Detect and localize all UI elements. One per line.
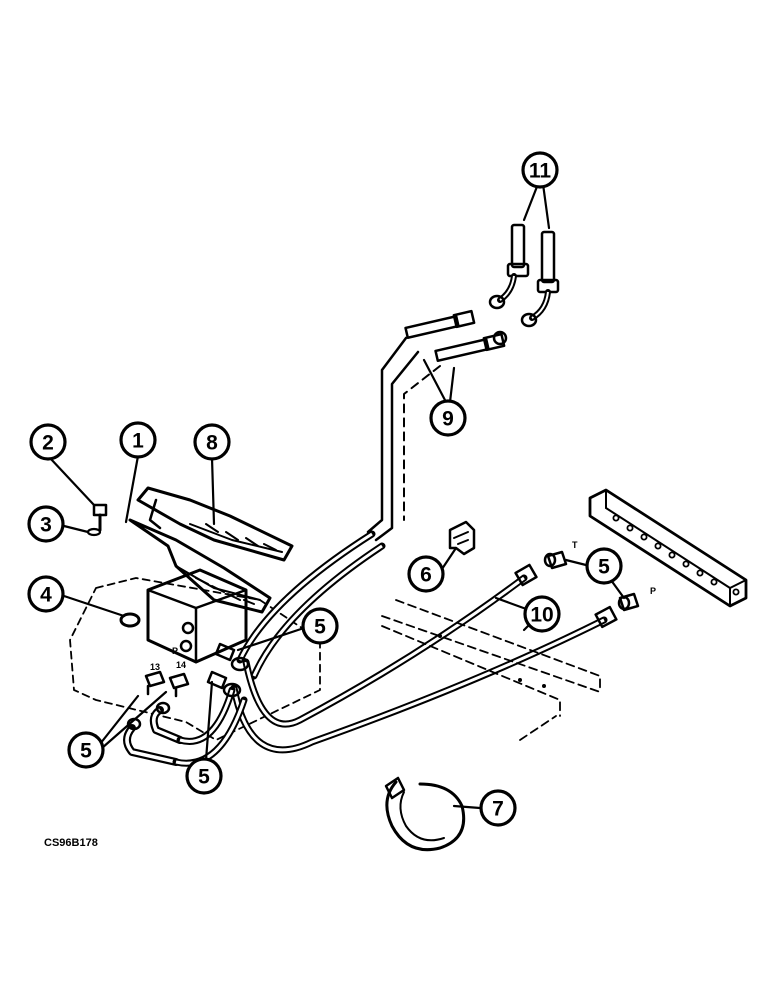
callout-2: 2 [29,423,67,461]
svg-text:5: 5 [598,556,610,579]
callout-5-valve: 5 [301,607,339,645]
port-label-p-manifold: P [650,586,656,596]
hose-clip-9 [448,520,476,556]
upper-hose-fittings [366,223,560,542]
callout-11: 11 [521,151,559,189]
svg-text:5: 5 [314,616,326,639]
hose-clamp-10 [384,776,466,852]
callout-4: 4 [27,575,65,613]
port-label-p-valve: P [172,646,178,656]
svg-text:10: 10 [530,604,553,627]
figure-code: CS96B178 [44,837,98,849]
port-label-t-manifold: T [572,540,578,550]
callout-5-lower: 5 [185,757,223,795]
callout-10: 7 [479,789,517,827]
callout-5-lower-left: 5 [67,731,105,769]
leader-lines [48,182,626,810]
frame-rail [381,599,601,741]
callout-7: 9 [429,399,467,437]
callout-5-manifold: 5 [585,547,623,585]
svg-text:3: 3 [40,514,52,537]
svg-text:1: 1 [132,430,144,453]
callout-1: 1 [119,421,157,459]
svg-text:4: 4 [40,584,52,607]
port-label-13: 13 [150,662,160,672]
svg-text:2: 2 [42,432,54,455]
callout-9: 6 [407,555,445,593]
callout-8: 10 [523,595,561,633]
svg-text:9: 9 [442,408,454,431]
svg-text:11: 11 [529,160,552,183]
svg-text:5: 5 [198,766,210,789]
svg-text:8: 8 [206,432,218,455]
callout-6: 8 [193,423,231,461]
port-label-14: 14 [176,660,186,670]
svg-text:6: 6 [420,564,432,587]
svg-text:7: 7 [492,798,504,821]
manifold-block [543,488,748,612]
callout-3: 3 [27,505,65,543]
svg-text:5: 5 [80,740,92,763]
